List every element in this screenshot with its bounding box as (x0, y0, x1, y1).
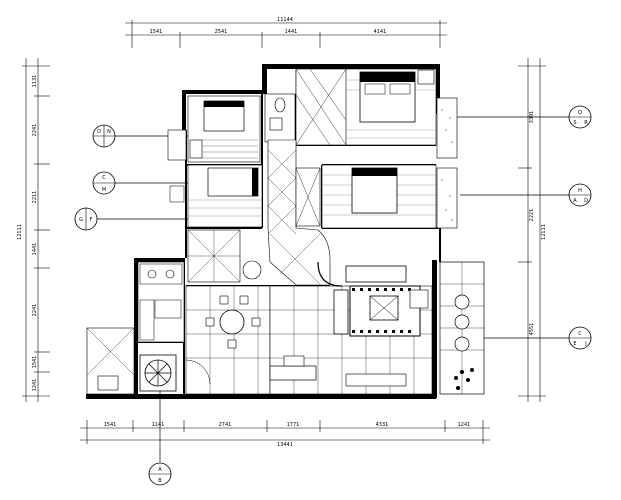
small-balcony-left (167, 129, 187, 161)
left-overall-dim: 12111 (17, 224, 23, 240)
right-overall-dim: 12111 (541, 224, 547, 240)
section-marker-right-2: H A D (460, 183, 592, 207)
section-marker-left-3: G F (74, 207, 190, 231)
left-dim-7: 1241 (32, 379, 38, 392)
bottom-overall-dim: 13441 (277, 442, 293, 448)
svg-text:Q: Q (578, 110, 582, 116)
stove-burner-icon (165, 269, 175, 279)
balcony-chair (454, 314, 470, 330)
svg-text:H: H (578, 188, 582, 194)
bedroom-1 (187, 95, 261, 163)
sink (154, 299, 182, 319)
bathroom (264, 93, 296, 143)
plant-icon (242, 260, 262, 280)
top-dim-4: 4141 (374, 29, 387, 35)
svg-text:C: C (578, 331, 582, 337)
bottom-dimension-chain (80, 420, 490, 444)
balcony-upper-right (436, 97, 458, 229)
stove-burner-icon (147, 269, 157, 279)
bottom-dim-5: 4331 (376, 422, 389, 428)
desk (189, 139, 203, 159)
dining-area (185, 285, 271, 395)
svg-text:C: C (102, 175, 106, 181)
svg-text:G: G (79, 217, 83, 223)
left-dim-6: 1541 (32, 356, 38, 369)
left-dim-1: 1131 (32, 75, 38, 88)
sofa (345, 265, 407, 283)
svg-text:D: D (97, 129, 101, 135)
section-marker-bottom: A B (148, 385, 172, 486)
svg-text:J: J (584, 341, 586, 347)
living-balcony (439, 261, 485, 395)
svg-text:S: S (573, 120, 576, 126)
tv-cabinet (269, 365, 317, 381)
dining-table (219, 309, 245, 335)
top-overall-dim: 11144 (277, 17, 293, 23)
bottom-dim-4: 1771 (287, 422, 300, 428)
entry-lobby (187, 229, 262, 283)
bedroom-2 (295, 164, 437, 229)
plant (169, 185, 185, 203)
section-marker-left-2: C M (92, 171, 190, 195)
exterior-walls (86, 64, 440, 399)
living-room (269, 261, 433, 395)
top-dim-1: 1541 (150, 29, 163, 35)
right-dim-3: 4551 (529, 323, 535, 336)
master-bedroom (295, 68, 437, 146)
svg-text:A: A (158, 467, 162, 473)
svg-text:B: B (158, 478, 162, 484)
left-dim-5: 2241 (32, 304, 38, 317)
top-dim-3: 1441 (285, 29, 298, 35)
left-dim-2: 2241 (32, 124, 38, 137)
right-dim-2: 2221 (529, 209, 535, 222)
svg-text:D: D (584, 198, 588, 204)
svg-text:R: R (584, 120, 588, 126)
top-dimension-chain (125, 20, 447, 48)
utility-room (86, 327, 177, 395)
section-marker-right-1: Q S R (445, 105, 592, 129)
left-dim-4: 1441 (32, 243, 38, 256)
svg-text:E: E (573, 341, 576, 347)
balcony-chair (454, 336, 470, 352)
bed (207, 167, 259, 197)
second-bedroom (169, 164, 263, 228)
svg-text:M: M (102, 187, 106, 193)
toilet-icon (274, 97, 286, 113)
right-dimension-chain (518, 58, 546, 402)
bottom-dim-2: 1141 (152, 422, 165, 428)
left-dim-3: 2211 (32, 191, 38, 204)
balcony-chair (454, 294, 470, 310)
bottom-dim-3: 2741 (219, 422, 232, 428)
kitchen (137, 261, 185, 343)
svg-text:N: N (107, 129, 111, 135)
svg-text:A: A (573, 198, 577, 204)
svg-text:F: F (90, 217, 93, 223)
left-dimension-chain (22, 58, 50, 402)
bottom-dim-1: 1541 (104, 422, 117, 428)
hallway (267, 139, 331, 286)
top-dim-2: 2541 (215, 29, 228, 35)
bottom-dim-6: 1241 (458, 422, 471, 428)
